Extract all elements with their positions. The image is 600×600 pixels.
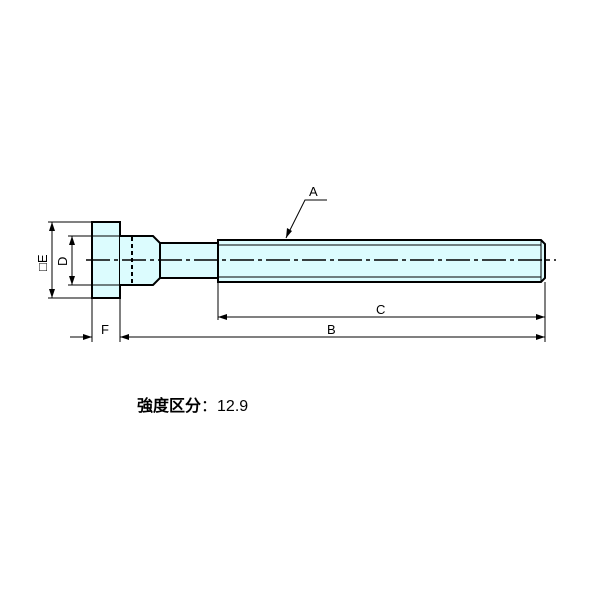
leader-a	[285, 199, 327, 239]
threaded-section	[217, 239, 546, 283]
strength-class-value: 12.9	[217, 398, 249, 415]
arrowheads	[49, 222, 545, 340]
separator: ：	[201, 398, 218, 415]
label-f: F	[101, 322, 109, 337]
label-b: B	[327, 322, 336, 337]
strength-class: 強度区分：12.9	[137, 392, 248, 416]
label-e: □E	[35, 254, 50, 271]
strength-class-label: 強度区分	[137, 396, 202, 415]
label-c: C	[376, 302, 385, 317]
label-d: D	[55, 257, 70, 266]
label-a: A	[309, 184, 318, 199]
